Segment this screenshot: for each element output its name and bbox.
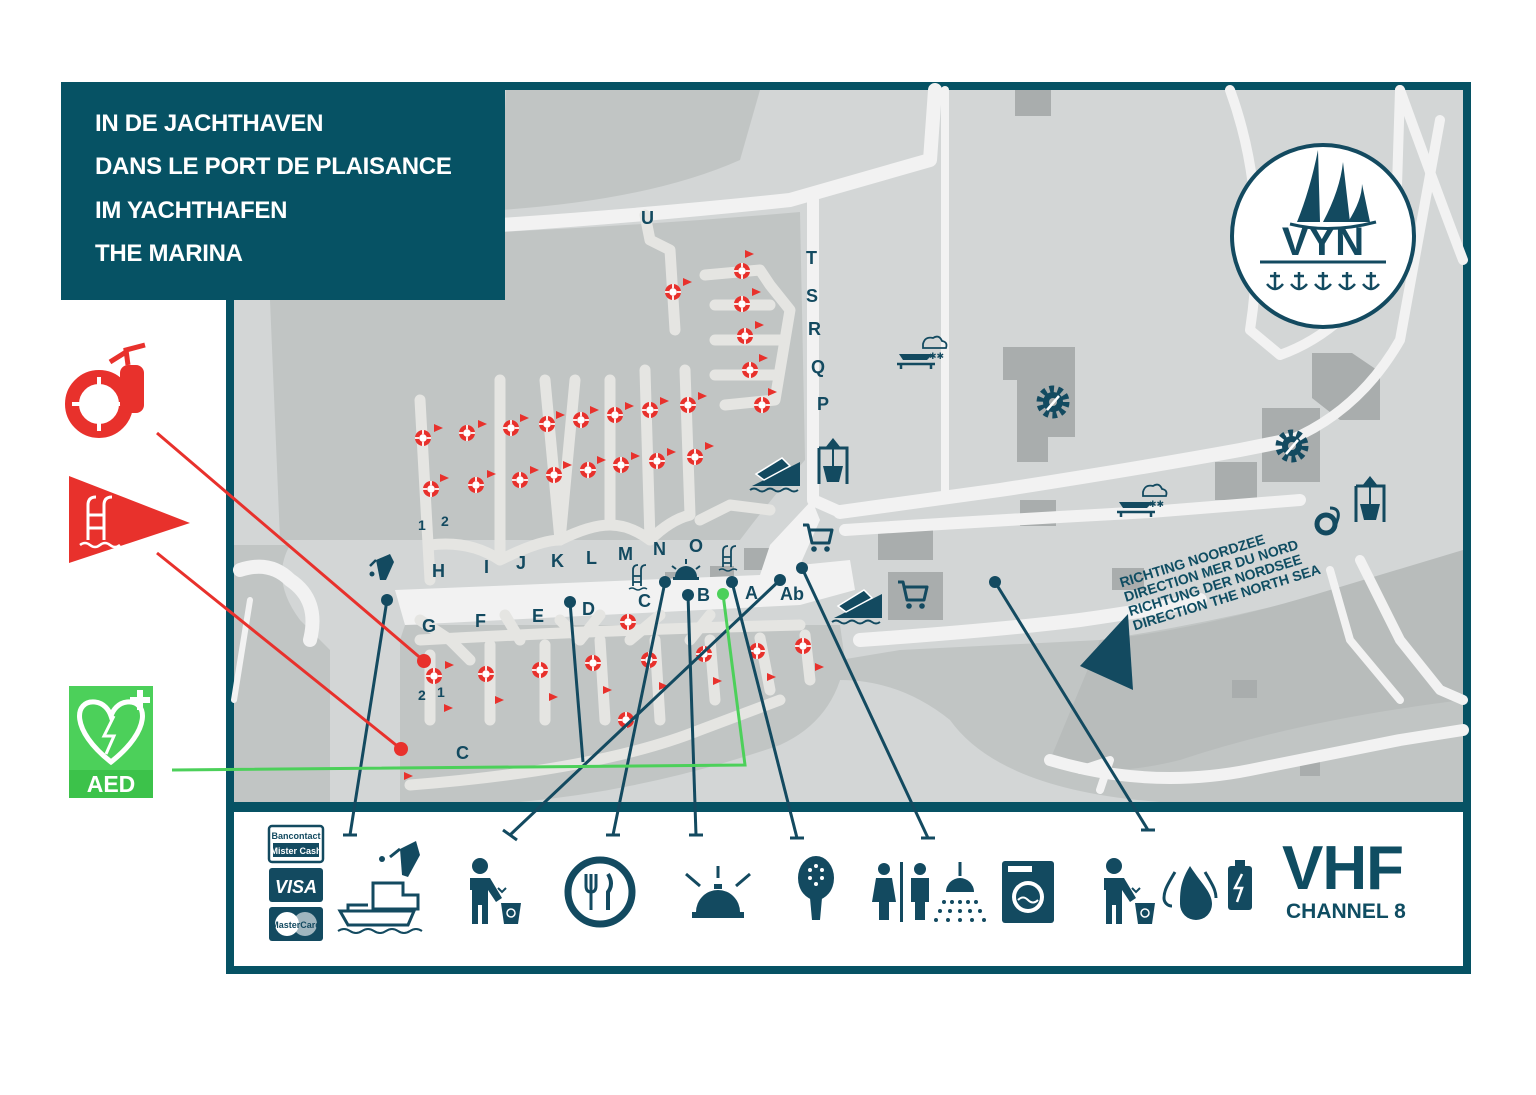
map-icons <box>369 335 1386 625</box>
berth-number: 1 <box>437 684 445 700</box>
roads <box>229 83 1469 794</box>
pontoon-label-c-lower: C <box>456 743 469 763</box>
aed-leader-line <box>171 593 747 772</box>
north-sea-arrow-icon <box>1080 614 1133 690</box>
logo-text: VYN <box>1282 220 1364 264</box>
padel-icon <box>798 856 834 920</box>
water-west <box>234 545 330 802</box>
aed-defibrillator-icon <box>69 686 153 798</box>
pontoon-label-o: O <box>689 536 703 556</box>
svg-text:VISA: VISA <box>275 877 317 897</box>
shower-icon <box>934 862 986 922</box>
svg-text:MasterCard: MasterCard <box>271 920 321 930</box>
svg-text:Bancontact: Bancontact <box>271 831 320 841</box>
leader-lines <box>343 567 1155 842</box>
red-leader-lines <box>156 431 425 751</box>
berth-number: 2 <box>441 513 449 529</box>
berth-number: 1 <box>418 517 426 533</box>
vhf-channel: VHF CHANNEL 8 <box>1282 838 1406 924</box>
pontoon-label-r: R <box>808 319 821 339</box>
pontoon-label-l: L <box>586 548 597 568</box>
vhf-channel-number: CHANNEL 8 <box>1286 900 1406 923</box>
pontoon-label-e: E <box>532 606 544 626</box>
pontoon-label-j: J <box>516 553 526 573</box>
waste-bin-icon <box>470 858 521 924</box>
water-drop-icon <box>1162 866 1218 920</box>
title-box: IN DE JACHTHAVEN DANS LE PORT DE PLAISAN… <box>61 82 505 300</box>
pontoon-labels: U T S R Q P H I J K L M N O G F E D C B … <box>422 208 829 763</box>
reception-bell-icon <box>685 866 751 918</box>
pontoon-label-p: P <box>817 394 829 414</box>
pontoon-label-n: N <box>653 539 666 559</box>
pontoon-label-s: S <box>806 286 818 306</box>
title-english: THE MARINA <box>95 240 243 267</box>
pontoon-label-ab: Ab <box>780 584 804 604</box>
pontoons-north <box>414 209 796 586</box>
washing-machine-icon <box>1002 861 1054 923</box>
pontoon-label-t: T <box>806 248 817 268</box>
title-german: IM YACHTHAFEN <box>95 197 288 224</box>
pontoon-label-k: K <box>551 551 564 571</box>
swimming-ladder-flag-icon <box>69 476 190 563</box>
pontoon-label-u: U <box>641 208 654 228</box>
anchor-icons <box>1266 272 1380 291</box>
pontoon-label-m: M <box>618 544 633 564</box>
toilets-icon <box>872 862 929 922</box>
water-north <box>500 90 760 210</box>
pontoon-label-h: H <box>432 561 445 581</box>
title-french: DANS LE PORT DE PLAISANCE <box>95 153 452 180</box>
pontoon-label-g: G <box>422 616 436 636</box>
fuel-station-icon <box>337 841 423 934</box>
pontoon-label-i: I <box>484 557 489 577</box>
legend-panel <box>234 812 1463 966</box>
pontoon-label-d: D <box>582 599 595 619</box>
pontoon-label-b: B <box>697 585 710 605</box>
lifebuoy-fire-extinguisher-icon <box>65 342 146 438</box>
pontoon-label-f: F <box>475 611 486 631</box>
aed-label: AED <box>86 771 136 797</box>
battery-icon <box>1228 860 1252 910</box>
berth-number: 2 <box>418 687 426 703</box>
pontoon-label-a: A <box>745 583 758 603</box>
pontoon-label-q: Q <box>811 357 825 377</box>
main-quay <box>395 500 855 625</box>
title-dutch: IN DE JACHTHAVEN <box>95 110 324 137</box>
pontoon-label-c-upper: C <box>638 591 651 611</box>
svg-text:Mister Cash: Mister Cash <box>270 846 321 856</box>
restaurant-icon <box>564 856 636 928</box>
vhf-title: VHF <box>1282 834 1404 903</box>
payment-cards-icon: Bancontact Mister Cash VISA MasterCard <box>267 824 325 941</box>
vyn-logo: VYN <box>1230 143 1416 329</box>
